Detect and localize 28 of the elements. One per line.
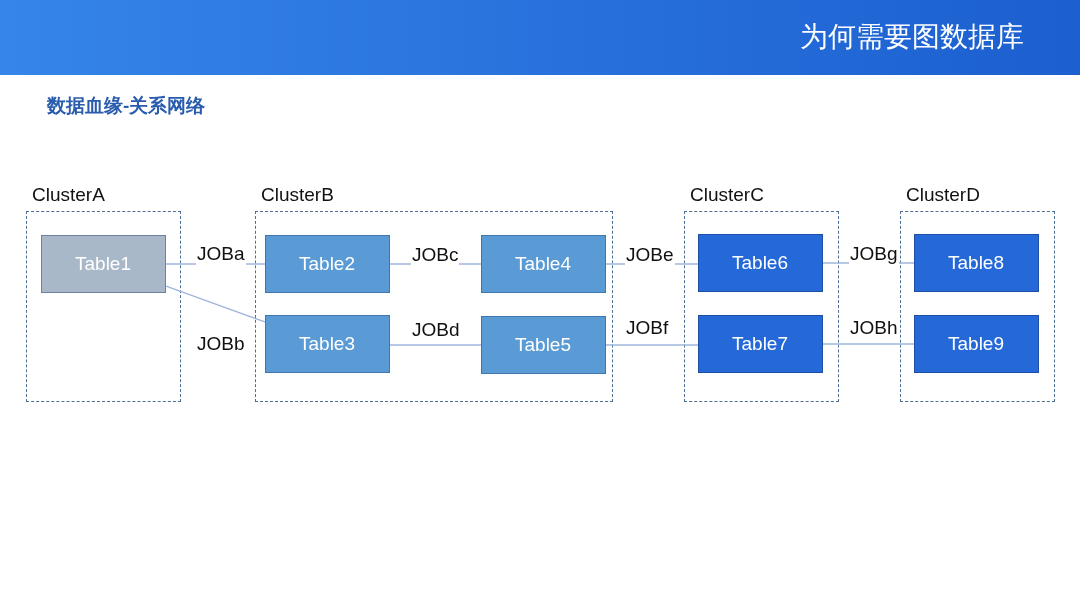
cluster-label: ClusterB: [261, 184, 334, 206]
page-title: 为何需要图数据库: [800, 20, 1024, 54]
connector-line: [605, 344, 699, 346]
table-label: Table5: [515, 333, 571, 356]
table-box: [264, 234, 390, 293]
table-label: Table7: [732, 332, 788, 355]
connector-line: [165, 285, 266, 323]
cluster-label: ClusterC: [690, 184, 764, 206]
connector-line: [389, 344, 482, 346]
table-box: [913, 314, 1039, 373]
table-box: [480, 234, 606, 293]
table-box: [697, 233, 823, 292]
section-heading: 数据血缘-关系网络: [47, 94, 206, 118]
table-label: Table2: [299, 252, 355, 275]
connector-line: [822, 343, 915, 345]
table-label: Table8: [948, 251, 1004, 274]
cluster-label: ClusterD: [906, 184, 980, 206]
table-box: [697, 314, 823, 373]
table-box: [913, 233, 1039, 292]
table-label: Table1: [75, 252, 131, 275]
table-box: [264, 314, 390, 373]
table-box: [40, 234, 166, 293]
table-label: Table6: [732, 251, 788, 274]
table-label: Table3: [299, 332, 355, 355]
table-label: Table9: [948, 332, 1004, 355]
cluster-label: ClusterA: [32, 184, 105, 206]
table-box: [480, 315, 606, 374]
table-label: Table4: [515, 252, 571, 275]
